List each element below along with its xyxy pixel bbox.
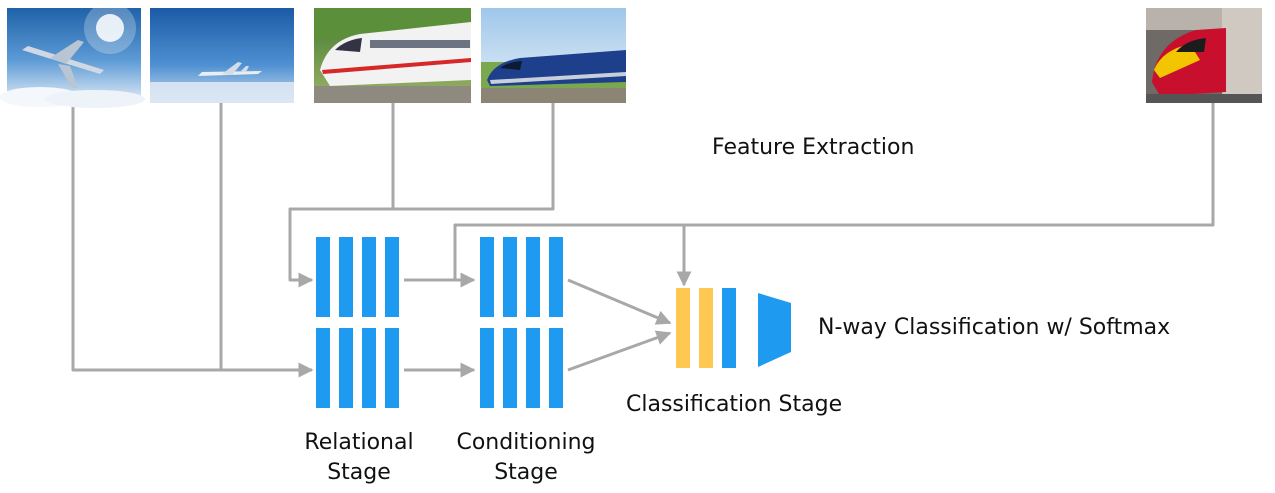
query-feature-block [722, 288, 736, 368]
connector-train2 [288, 103, 555, 288]
train-photo-2 [481, 8, 626, 103]
conditioning-stage-top [480, 237, 563, 317]
feature-extraction-label: Feature Extraction [712, 135, 915, 160]
classification-stage-label: Classification Stage [626, 392, 843, 417]
relational-stage-bottom [316, 328, 399, 408]
conditioning-stage-label: Conditioning Stage [440, 428, 612, 488]
connector-conditioning-bottom-to-classifier [567, 330, 672, 372]
classifier-head [758, 293, 791, 367]
nway-classification-label: N-way Classification w/ Softmax [818, 315, 1171, 340]
train-photo-1 [314, 8, 471, 103]
relational-stage-label-line2: Stage [327, 460, 391, 485]
conditioning-stage-label-line2: Stage [494, 460, 558, 485]
relational-stage-label-line1: Relational [304, 430, 414, 455]
support-feature-block-2 [699, 288, 713, 368]
connector-airplane1 [71, 103, 314, 378]
relational-stage-top [316, 237, 399, 317]
connector-query-train [453, 103, 1215, 280]
connector-conditioning-top-to-classifier [567, 278, 672, 325]
airplane-photo-2 [150, 8, 294, 103]
conditioning-stage-label-line1: Conditioning [456, 430, 596, 455]
conditioning-stage-bottom [480, 328, 563, 408]
query-train-photo [1146, 8, 1262, 103]
classification-stage [676, 288, 791, 368]
airplane-photo-1 [0, 2, 145, 108]
relational-stage-label: Relational Stage [288, 428, 430, 488]
support-feature-block-1 [676, 288, 690, 368]
